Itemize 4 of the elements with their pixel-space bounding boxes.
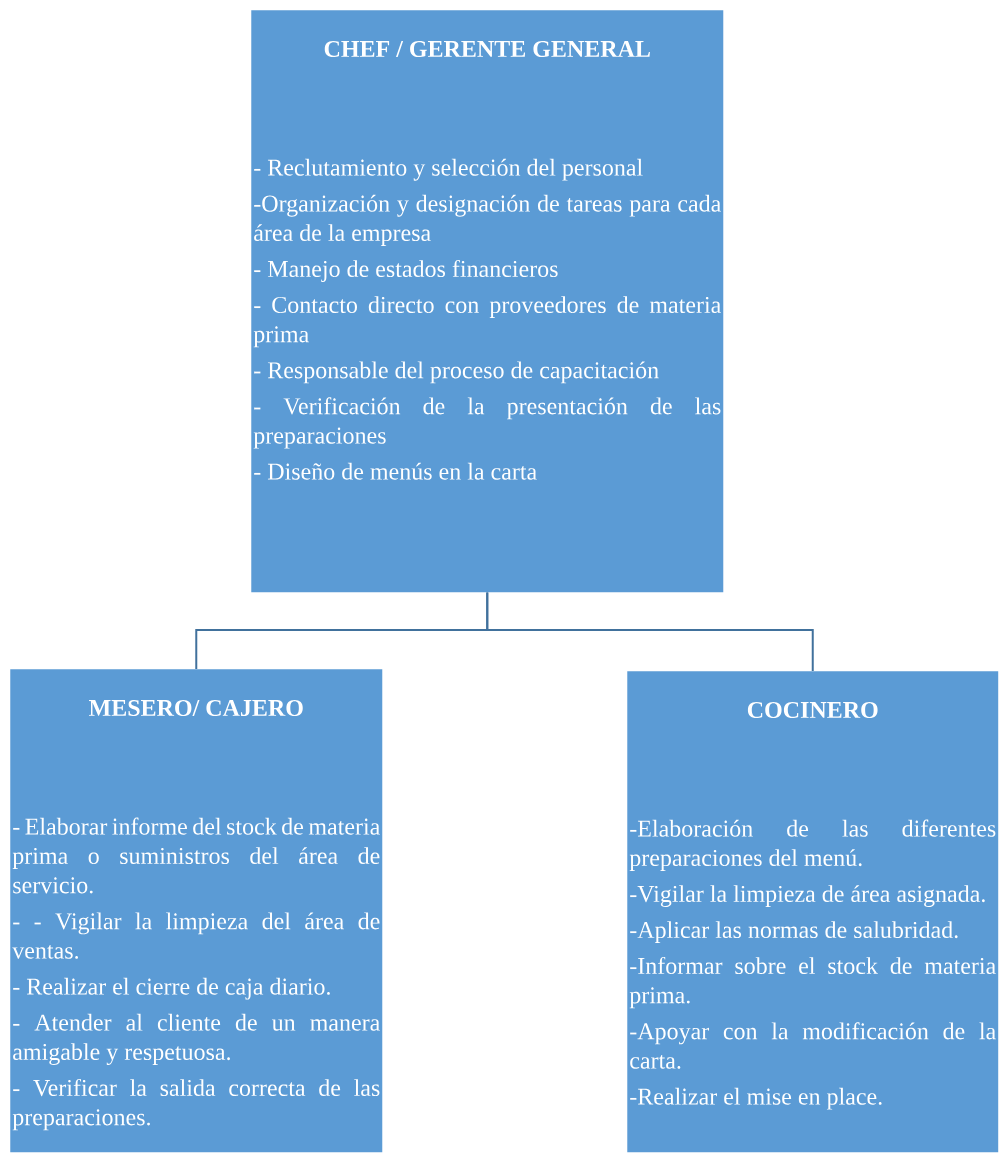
role-box: COCINERO -Elaboración de las diferentes preparaciones del menú. -Vigilar la limpieza de área asignada. -Aplicar las normas de salubridad. -Informar sobre el stock de materia prima. -Apoyar con la modificación de la carta. -Realizar el mise en place. — [627, 671, 999, 1153]
role-box: CHEF / GERENTE GENERAL - Reclutamiento y selección del personal -Organización y designación de tareas para cada área de la empresa - Manejo de estados financieros - Contacto directo con proveedores de materia prima - Responsable del proceso de capacitación - Verificación de la presentación de las preparaciones - Diseño de menús en la carta — [251, 10, 724, 593]
role-box: MESERO/ CAJERO - Elaborar informe del stock de materia prima o suministros del área de servicio. - - Vigilar la limpieza del área de ventas. - Realizar el cierre de caja diario. - Atender al cliente de un manera amigable y respetuosa. - Verificar la salida correcta de las preparaciones. — [10, 669, 383, 1153]
connector-line — [486, 591, 814, 672]
